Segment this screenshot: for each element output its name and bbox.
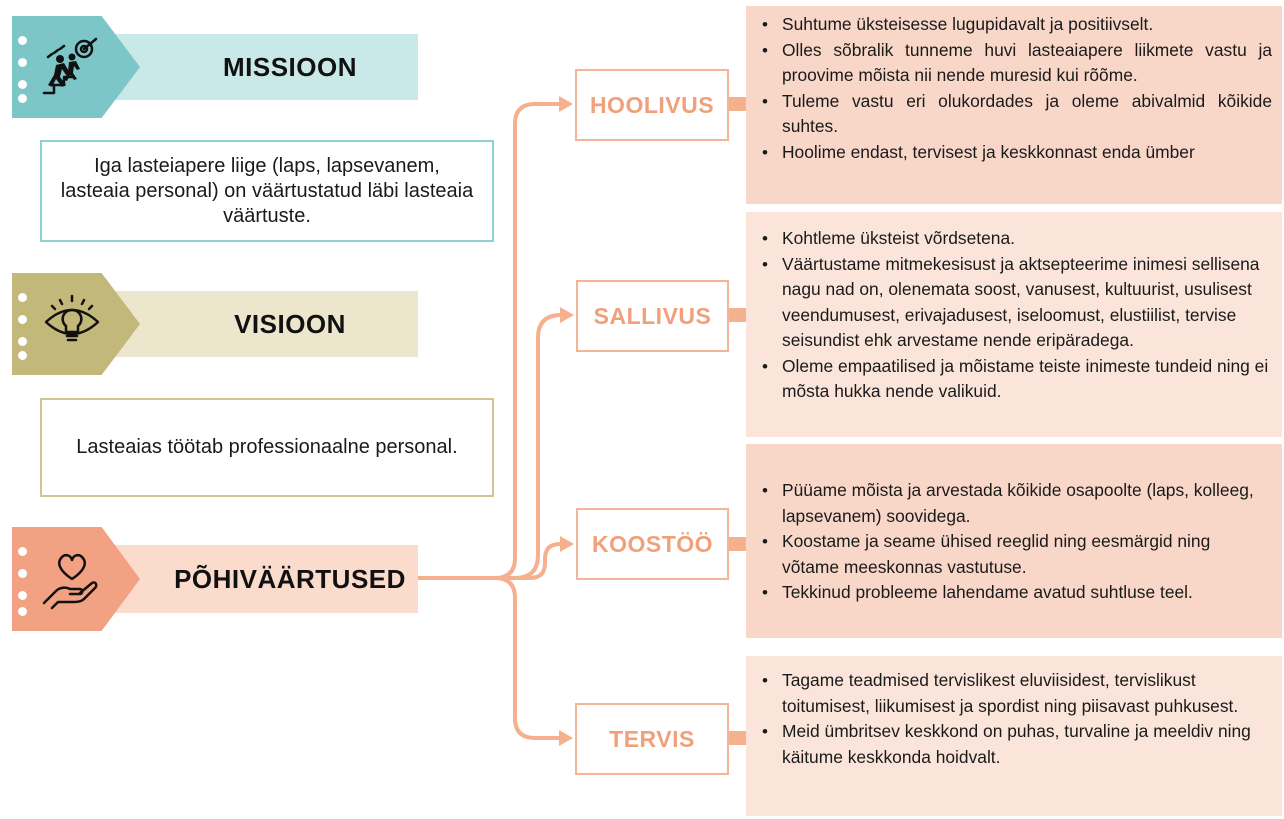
value-box-tervis: TERVIS (575, 703, 729, 775)
arrowhead-tervis (559, 730, 573, 746)
mission-header: MISSIOON (12, 16, 418, 118)
list-item: Tekkinud probleeme lahendame avatud suht… (762, 580, 1272, 606)
mission-text-box: Iga lasteiapere liige (laps, lapsevanem,… (40, 140, 494, 242)
vision-strip (102, 291, 418, 357)
list-item: Tuleme vastu eri olukordades ja oleme ab… (762, 89, 1272, 140)
value-box-koostoo: KOOSTÖÖ (576, 508, 729, 580)
value-label-tervis: TERVIS (609, 725, 695, 752)
value-box-hoolivus: HOOLIVUS (575, 69, 729, 141)
list-item: Olles sõbralik tunneme huvi lasteaiapere… (762, 38, 1272, 89)
value-label-koostoo: KOOSTÖÖ (591, 530, 714, 557)
vision-header: VISIOON (12, 273, 418, 375)
vision-binder-dots (18, 287, 28, 361)
value-label-sallivus: SALLIVUS (593, 302, 712, 329)
list-item: Koostame ja seame ühised reeglid ning ee… (762, 529, 1272, 580)
panel-sallivus: Kohtleme üksteist võrdsetena. Väärtustam… (746, 212, 1282, 437)
bullet-list-hoolivus: Suhtume üksteisesse lugupidavalt ja posi… (758, 12, 1272, 165)
list-item: Hoolime endast, tervisest ja keskkonnast… (762, 140, 1272, 166)
bullet-list-koostoo: Püüame mõista ja arvestada kõikide osapo… (758, 478, 1272, 606)
list-item: Kohtleme üksteist võrdsetena. (762, 226, 1272, 252)
list-item: Suhtume üksteisesse lugupidavalt ja posi… (762, 12, 1272, 38)
value-label-hoolivus: HOOLIVUS (589, 91, 715, 118)
heart-hand-icon (42, 553, 98, 610)
values-binder-dots (18, 541, 28, 617)
connector-koostoo (416, 542, 564, 580)
arrowhead-hoolivus (559, 96, 573, 112)
list-item: Püüame mõista ja arvestada kõikide osapo… (762, 478, 1272, 529)
list-item: Väärtustame mitmekesisust ja aktsepteeri… (762, 252, 1272, 354)
list-item: Oleme empaatilised ja mõistame teiste in… (762, 354, 1272, 405)
panel-hoolivus: Suhtume üksteisesse lugupidavalt ja posi… (746, 6, 1282, 204)
mission-binder-dots (18, 30, 28, 104)
panel-koostoo: Püüame mõista ja arvestada kõikide osapo… (746, 444, 1282, 638)
values-strip (102, 545, 418, 613)
list-item: Meid ümbritsev keskkond on puhas, turval… (762, 719, 1272, 770)
vision-text-box: Lasteaias töötab professionaalne persona… (40, 398, 494, 497)
values-header: PÕHIVÄÄRTUSED (12, 527, 418, 631)
values-title: PÕHIVÄÄRTUSED (174, 563, 406, 594)
value-box-sallivus: SALLIVUS (576, 280, 729, 352)
mission-title: MISSIOON (222, 51, 357, 82)
arrowhead-koostoo (560, 536, 574, 552)
vision-title: VISIOON (234, 308, 346, 339)
eye-lightbulb-icon (44, 294, 100, 342)
mission-strip (102, 34, 418, 100)
achievement-stairs-icon (42, 37, 98, 95)
connector-tervis (416, 576, 562, 740)
list-item: Tagame teadmised tervislikest eluviiside… (762, 668, 1272, 719)
bullet-list-tervis: Tagame teadmised tervislikest eluviiside… (758, 668, 1272, 770)
panel-tervis: Tagame teadmised tervislikest eluviiside… (746, 656, 1282, 816)
arrowhead-sallivus (560, 307, 574, 323)
bullet-list-sallivus: Kohtleme üksteist võrdsetena. Väärtustam… (758, 226, 1272, 405)
mission-text: Iga lasteiapere liige (laps, lapsevanem,… (60, 154, 474, 227)
vision-text: Lasteaias töötab professionaalne persona… (76, 436, 458, 458)
